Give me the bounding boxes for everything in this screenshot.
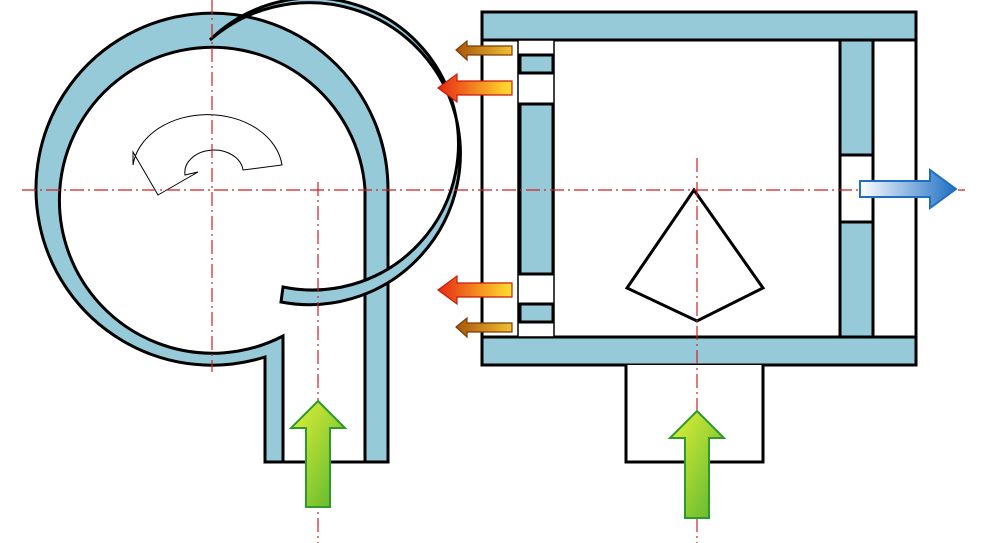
- spiral-housing-view: [34, 0, 462, 464]
- bottom-wall: [480, 335, 918, 367]
- cone-impeller: [624, 187, 766, 323]
- left-filter-segment-top: [518, 53, 555, 75]
- outflow-arrow-bottom-small-icon: [455, 316, 513, 339]
- outflow-arrow-bottom-large-icon: [436, 274, 513, 306]
- left-filter-segment-bottom: [518, 302, 555, 324]
- right-partition-lower: [838, 220, 875, 339]
- outflow-arrow-right-icon: [859, 168, 958, 210]
- inflow-arrow-right-icon: [667, 409, 727, 519]
- left-filter-segment-middle: [518, 102, 555, 276]
- rotation-direction-icon: [132, 114, 283, 196]
- inflow-arrow-left-icon: [288, 399, 348, 508]
- inner-scroll-wall: [208, 0, 462, 307]
- side-section-view: [480, 10, 918, 464]
- outflow-arrow-top-small-icon: [455, 39, 513, 62]
- top-wall: [480, 10, 918, 42]
- outflow-arrow-top-large-icon: [436, 72, 513, 104]
- spiral-housing-wall: [34, 11, 390, 464]
- right-partition-upper: [838, 38, 875, 157]
